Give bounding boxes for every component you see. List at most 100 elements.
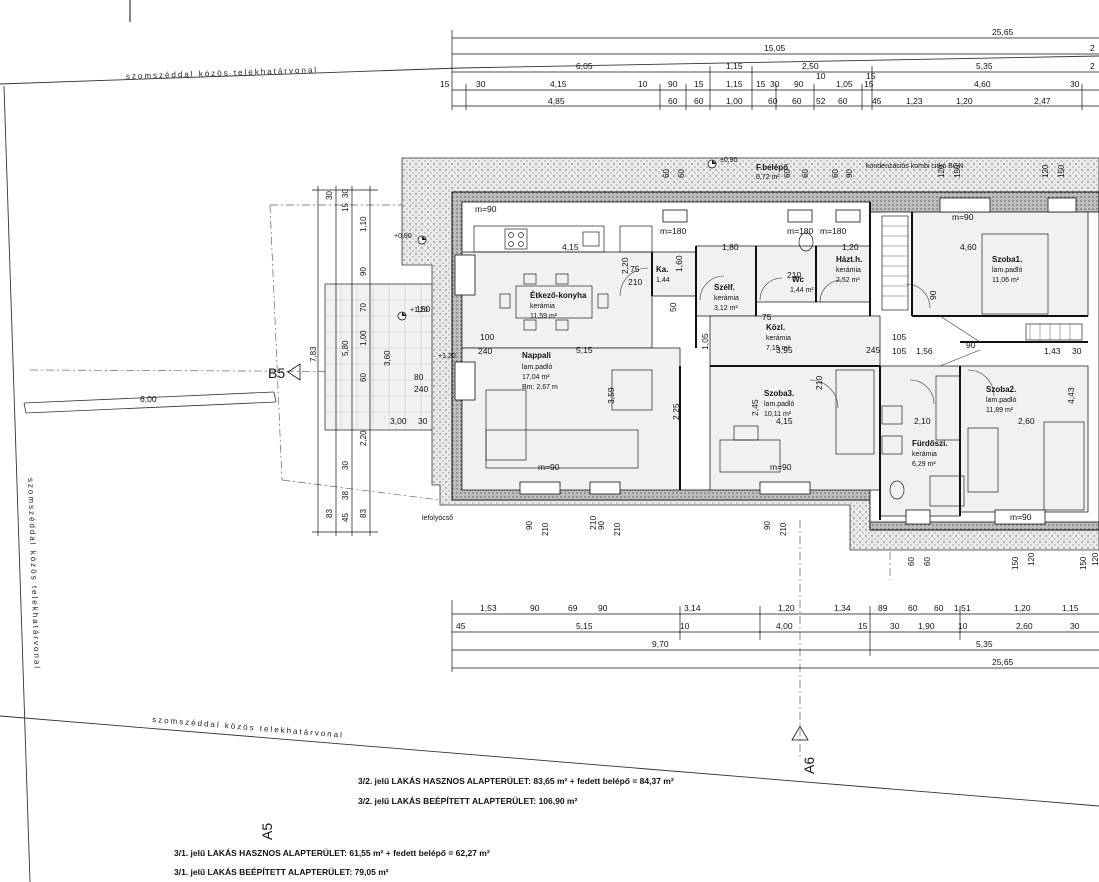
svg-text:30: 30 <box>890 621 900 631</box>
svg-text:3,60: 3,60 <box>383 350 392 366</box>
svg-text:45: 45 <box>456 621 466 631</box>
svg-text:1,10: 1,10 <box>359 216 368 232</box>
svg-text:70: 70 <box>359 303 368 312</box>
svg-text:210: 210 <box>613 522 622 536</box>
svg-text:120: 120 <box>1041 164 1050 178</box>
svg-text:kerámia: kerámia <box>766 335 791 342</box>
svg-text:240: 240 <box>478 346 492 356</box>
svg-text:10,11 m²: 10,11 m² <box>764 411 792 418</box>
svg-text:60: 60 <box>783 169 792 178</box>
svg-text:60: 60 <box>792 96 802 106</box>
svg-text:1,15: 1,15 <box>726 61 743 71</box>
room-etkezo-konyha: Étkező-konyha kerámia 11,59 m² <box>530 291 587 320</box>
svg-text:1,44: 1,44 <box>656 277 670 284</box>
washbasin-2 <box>881 435 903 455</box>
svg-text:89: 89 <box>878 603 888 613</box>
svg-text:210: 210 <box>588 516 598 530</box>
svg-text:1,23: 1,23 <box>906 96 923 106</box>
svg-text:2,60: 2,60 <box>1016 621 1033 631</box>
section-b5-arrow-icon <box>287 363 301 381</box>
svg-text:1,80: 1,80 <box>722 242 739 252</box>
svg-text:6,05: 6,05 <box>576 61 593 71</box>
stair <box>881 215 909 311</box>
svg-text:210: 210 <box>779 522 788 536</box>
svg-text:0,72 m²: 0,72 m² <box>756 174 780 181</box>
svg-text:7,15 m²: 7,15 m² <box>766 345 790 352</box>
svg-text:Wc: Wc <box>792 275 805 284</box>
washbasin-1 <box>881 405 903 425</box>
svg-text:6,29 m²: 6,29 m² <box>912 461 936 468</box>
svg-text:m=180: m=180 <box>787 226 813 236</box>
svg-text:105: 105 <box>892 346 906 356</box>
svg-text:1,15: 1,15 <box>1062 603 1079 613</box>
svg-text:2,10: 2,10 <box>914 416 931 426</box>
svg-text:4,00: 4,00 <box>776 621 793 631</box>
svg-text:9,70: 9,70 <box>652 639 669 649</box>
svg-text:90: 90 <box>763 521 772 530</box>
svg-text:10: 10 <box>680 621 690 631</box>
desk-szoba2 <box>967 427 999 493</box>
svg-text:30: 30 <box>341 189 350 198</box>
stair-label: lefolyócső <box>422 515 453 522</box>
svg-text:10: 10 <box>958 621 968 631</box>
svg-text:60: 60 <box>831 169 840 178</box>
svg-text:1,20: 1,20 <box>842 242 859 252</box>
svg-text:1,15: 1,15 <box>726 79 743 89</box>
svg-text:F.belépő: F.belépő <box>756 163 788 172</box>
svg-text:15: 15 <box>858 621 868 631</box>
svg-text:90: 90 <box>668 79 678 89</box>
svg-text:240: 240 <box>414 384 428 394</box>
svg-text:1,05: 1,05 <box>700 333 710 350</box>
svg-text:1,00: 1,00 <box>726 96 743 106</box>
level-2: +1,20 <box>410 307 428 314</box>
svg-text:245: 245 <box>866 345 880 355</box>
svg-text:60: 60 <box>359 373 368 382</box>
svg-text:2,25: 2,25 <box>671 403 681 420</box>
svg-text:m=90: m=90 <box>1010 512 1032 522</box>
room-szoba2: Szoba2. lam.padló 11,89 m² <box>986 385 1016 414</box>
room-floors <box>461 211 1089 517</box>
svg-text:2,52 m²: 2,52 m² <box>836 277 860 284</box>
left-dimension-labels: 30 15 30 1,10 90 70 1,00 60 2,20 30 38 4… <box>309 189 392 522</box>
svg-text:4,43: 4,43 <box>1066 387 1076 404</box>
condenser-note-1: kondenzációs kombi cirkó BGN <box>866 163 963 170</box>
bottom-dimension-lines <box>451 600 1099 672</box>
svg-text:m=90: m=90 <box>475 204 497 214</box>
svg-text:60: 60 <box>908 603 918 613</box>
svg-text:10: 10 <box>638 79 648 89</box>
svg-text:38: 38 <box>341 491 350 500</box>
svg-text:kerámia: kerámia <box>836 267 861 274</box>
room-furdoszoba: Fürdőszi. kerámia 6,29 m² <box>912 439 948 468</box>
summary-l32-built: 3/2. jelű LAKÁS BEÉPÍTETT ALAPTERÜLET: 1… <box>358 796 578 806</box>
svg-text:lam.padló: lam.padló <box>522 364 552 371</box>
svg-text:1,20: 1,20 <box>956 96 973 106</box>
svg-text:11,59 m²: 11,59 m² <box>530 313 558 320</box>
svg-text:30: 30 <box>1070 79 1080 89</box>
svg-text:150: 150 <box>953 164 962 178</box>
svg-text:3,12 m²: 3,12 m² <box>714 305 738 312</box>
bottom-dimension-labels: 1,53 90 69 90 3,14 1,20 1,34 89 60 60 1,… <box>456 603 1080 667</box>
svg-text:3,14: 3,14 <box>684 603 701 613</box>
svg-text:7,83: 7,83 <box>309 346 318 362</box>
svg-text:15: 15 <box>694 79 704 89</box>
level-4: +1,20 <box>438 353 456 360</box>
room-szoba1: Szoba1. lam.padló 11,06 m² <box>992 255 1022 284</box>
svg-text:15: 15 <box>756 79 766 89</box>
terrace-dim-width: 3,00 <box>390 416 407 426</box>
shower <box>929 475 965 507</box>
room-szelfogo: Szélf. kerámia 3,12 m² <box>714 283 739 312</box>
top-vertical-dims: 60 60 60 60 60 90 120 150 120 150 <box>662 164 1066 178</box>
windows <box>454 197 1077 525</box>
svg-text:1,51: 1,51 <box>954 603 971 613</box>
svg-text:2,47: 2,47 <box>1034 96 1051 106</box>
svg-text:Nappali: Nappali <box>522 351 551 360</box>
svg-text:1,05: 1,05 <box>836 79 853 89</box>
svg-text:30: 30 <box>1072 346 1082 356</box>
svg-text:Szélf.: Szélf. <box>714 283 735 292</box>
svg-text:120: 120 <box>1027 552 1036 566</box>
svg-text:1,20: 1,20 <box>1014 603 1031 613</box>
svg-text:15: 15 <box>864 79 874 89</box>
terrace-dim-small: 30 <box>418 416 428 426</box>
driveway-outline <box>23 391 277 414</box>
